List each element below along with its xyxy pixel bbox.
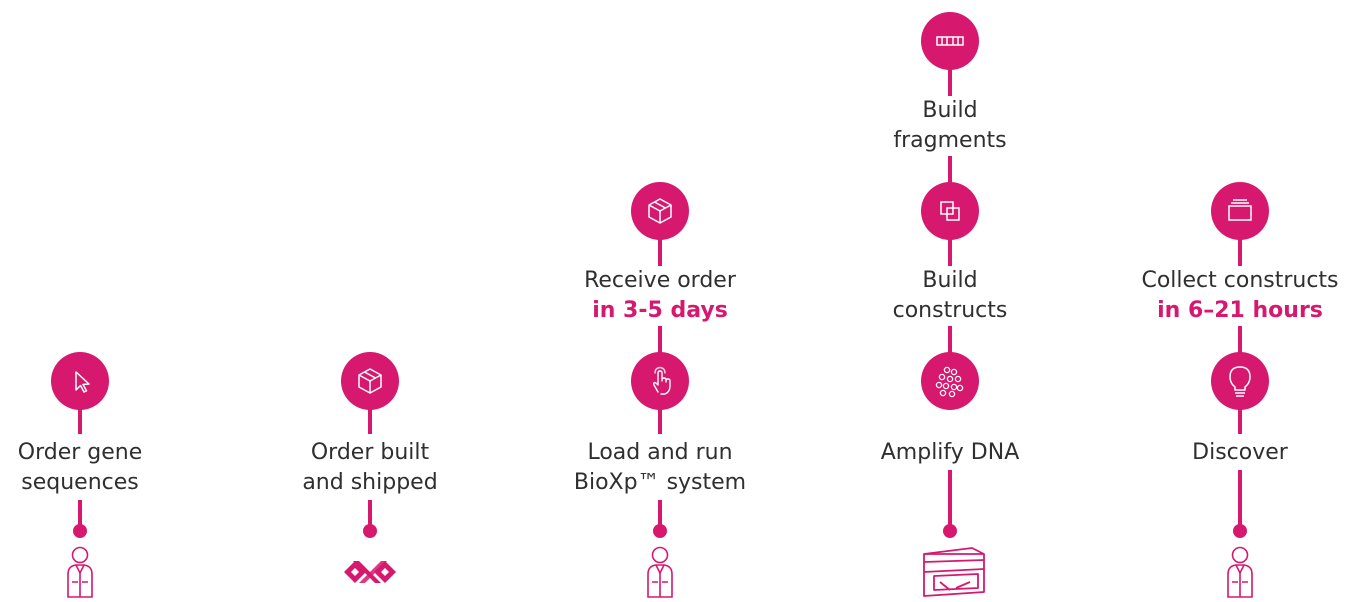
connector — [1238, 396, 1242, 434]
connector — [948, 58, 952, 96]
lightbulb-icon — [1211, 352, 1269, 410]
fragments-icon — [921, 12, 979, 70]
person-icon — [642, 546, 678, 598]
connector — [368, 500, 372, 530]
bioxp-instrument-icon — [922, 546, 986, 598]
company-logo — [344, 557, 396, 587]
connector-dot — [653, 524, 667, 538]
connector-dot — [1233, 524, 1247, 538]
connector — [658, 326, 662, 364]
connector-dot — [73, 524, 87, 538]
connector — [78, 396, 82, 434]
package-icon — [631, 182, 689, 240]
tray-icon — [1211, 182, 1269, 240]
connector — [658, 228, 662, 266]
connector — [948, 326, 952, 364]
person-icon — [62, 546, 98, 598]
cursor-icon — [51, 352, 109, 410]
connector — [1238, 228, 1242, 266]
touch-icon — [631, 352, 689, 410]
connector — [1238, 470, 1242, 530]
step-label-amplify-dna: Amplify DNA — [880, 440, 1020, 465]
step-label-discover: Discover — [1192, 440, 1288, 465]
connector — [658, 396, 662, 434]
connector — [948, 470, 952, 530]
connector — [658, 500, 662, 530]
connector — [1238, 326, 1242, 364]
package-icon — [341, 352, 399, 410]
connector — [78, 500, 82, 530]
connector — [368, 396, 372, 434]
connector-dot — [943, 524, 957, 538]
molecules-icon — [921, 352, 979, 410]
connector — [948, 156, 952, 194]
overlap-icon — [921, 182, 979, 240]
connector-dot — [363, 524, 377, 538]
connector — [948, 228, 952, 266]
person-icon — [1222, 546, 1258, 598]
